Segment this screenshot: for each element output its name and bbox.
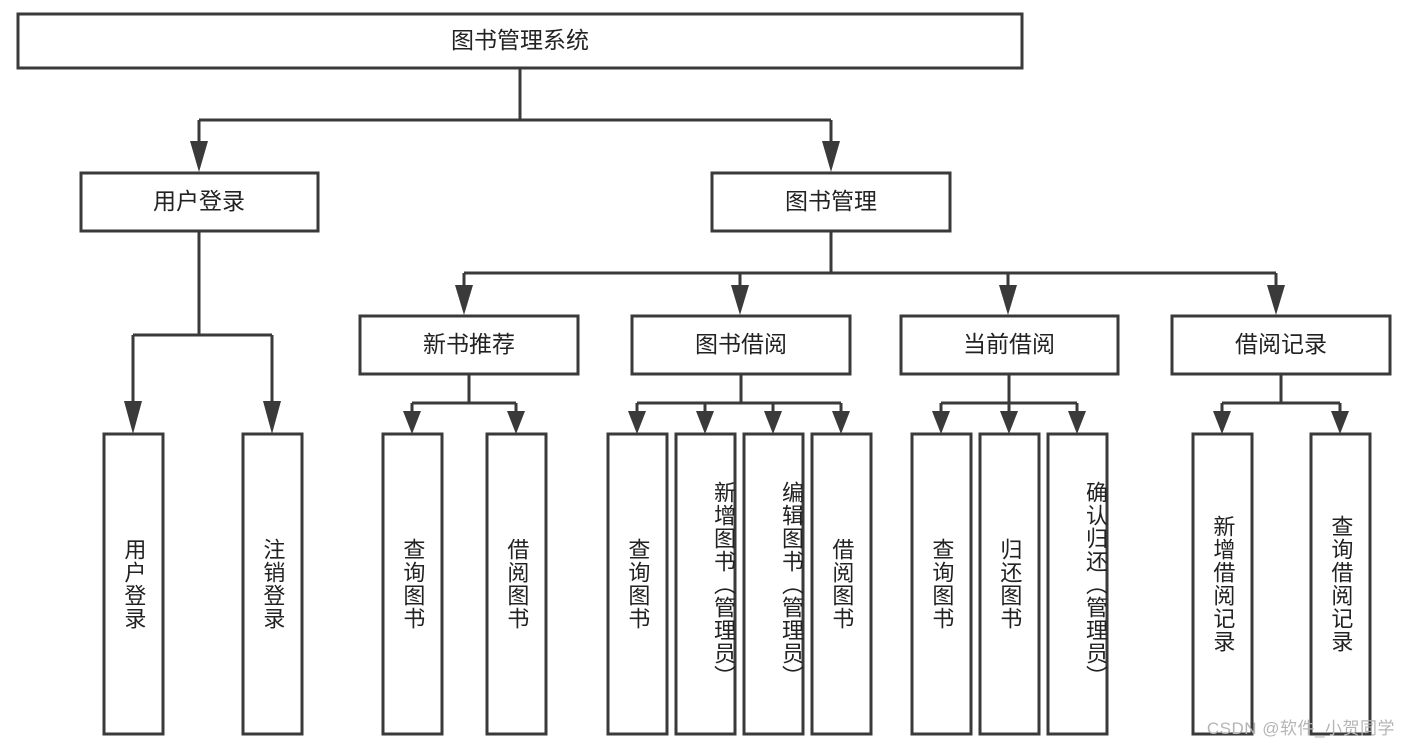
- arrow-head-leaf-add-book: [696, 411, 714, 434]
- arrow-head-book-borrow: [731, 285, 749, 315]
- node-user-login[interactable]: 用户登录: [79, 171, 320, 233]
- node-root-box[interactable]: [16, 12, 1024, 70]
- node-borrow-record[interactable]: 借阅记录: [1170, 314, 1392, 376]
- node-leaf-query-book-1-box[interactable]: [381, 432, 444, 736]
- node-leaf-add-record-box[interactable]: [1191, 432, 1254, 736]
- node-borrow-record-box[interactable]: [1170, 314, 1392, 376]
- node-root[interactable]: 图书管理系统: [16, 12, 1024, 70]
- node-layer: 图书管理系统 用户登录 图书管理 新书推荐 图书借阅: [16, 12, 1392, 736]
- node-book-borrow-box[interactable]: [630, 314, 852, 376]
- arrow-head-current-borrow: [999, 285, 1017, 315]
- node-current-borrow-box[interactable]: [899, 314, 1120, 376]
- arrow-head-leaf-query-book-2: [628, 411, 646, 434]
- node-book-borrow[interactable]: 图书借阅: [630, 314, 852, 376]
- arrow-head-new-book-recommend: [455, 285, 473, 315]
- arrow-head-leaf-borrow-book-2: [832, 411, 850, 434]
- node-borrow-record-label: 借阅记录: [1235, 331, 1327, 357]
- node-book-manage-label: 图书管理: [785, 188, 877, 214]
- arrow-head-borrow-record: [1267, 285, 1285, 315]
- csdn-watermark: CSDN @软件_小贺同学: [1206, 719, 1395, 738]
- arrow-head-leaf-query-record: [1331, 411, 1349, 434]
- node-book-manage[interactable]: 图书管理: [710, 171, 952, 233]
- node-leaf-query-book-2-box[interactable]: [606, 432, 669, 736]
- arrow-head-leaf-query-book-1: [403, 411, 421, 434]
- arrow-head-leaf-logout-login: [263, 401, 281, 434]
- node-user-login-label: 用户登录: [153, 188, 245, 214]
- arrow-head-book-manage: [822, 141, 840, 172]
- arrow-head-leaf-query-book-3: [932, 411, 950, 434]
- node-current-borrow-label: 当前借阅: [963, 331, 1055, 357]
- node-leaf-borrow-book-2-box[interactable]: [810, 432, 873, 736]
- node-leaf-add-book-box[interactable]: [674, 432, 737, 736]
- node-leaf-borrow-book-1-box[interactable]: [485, 432, 548, 736]
- node-current-borrow[interactable]: 当前借阅: [899, 314, 1120, 376]
- arrow-head-leaf-add-record: [1213, 411, 1231, 434]
- node-user-login-box[interactable]: [79, 171, 320, 233]
- node-leaf-query-record-box[interactable]: [1309, 432, 1372, 736]
- arrow-head-user-login: [190, 141, 208, 172]
- arrow-head-leaf-confirm-return: [1068, 411, 1086, 434]
- connector-layer: [124, 68, 1349, 434]
- node-leaf-edit-book-box[interactable]: [742, 432, 805, 736]
- arrow-head-leaf-return-book: [1000, 411, 1018, 434]
- node-new-book-recommend-box[interactable]: [358, 314, 580, 376]
- node-root-label: 图书管理系统: [451, 27, 589, 53]
- node-new-book-recommend[interactable]: 新书推荐: [358, 314, 580, 376]
- node-book-borrow-label: 图书借阅: [695, 331, 787, 357]
- node-book-manage-box[interactable]: [710, 171, 952, 233]
- node-leaf-query-book-3-box[interactable]: [910, 432, 973, 736]
- arrow-head-leaf-user-login: [124, 401, 142, 434]
- node-leaf-logout-login-box[interactable]: [241, 432, 304, 736]
- arrow-head-leaf-edit-book: [764, 411, 782, 434]
- arrow-head-leaf-borrow-book-1: [507, 411, 525, 434]
- node-new-book-recommend-label: 新书推荐: [423, 331, 515, 357]
- node-leaf-return-book-box[interactable]: [978, 432, 1041, 736]
- node-leaf-user-login-box[interactable]: [102, 432, 165, 736]
- node-leaf-confirm-return-box[interactable]: [1046, 432, 1109, 736]
